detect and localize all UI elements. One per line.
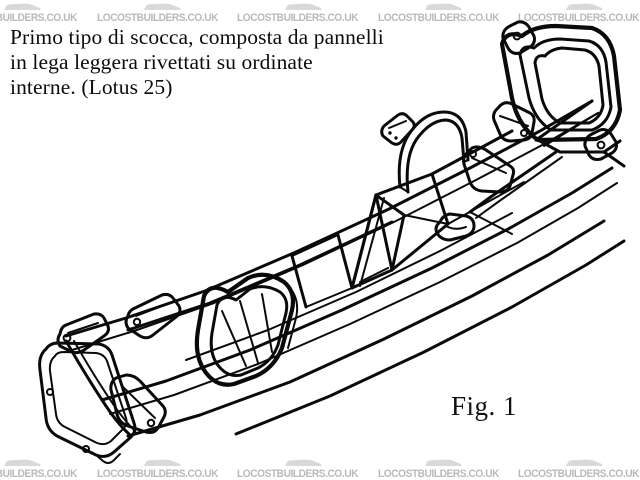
caption-line-1: Primo tipo di scocca, composta da pannel… [10, 25, 384, 49]
caption-line-2: in lega leggera rivettati su ordinate [10, 50, 313, 74]
figure-caption: Primo tipo di scocca, composta da pannel… [10, 25, 490, 100]
caption-line-3: interne. (Lotus 25) [10, 75, 173, 99]
figure-number-label: Fig. 1 [451, 391, 518, 421]
